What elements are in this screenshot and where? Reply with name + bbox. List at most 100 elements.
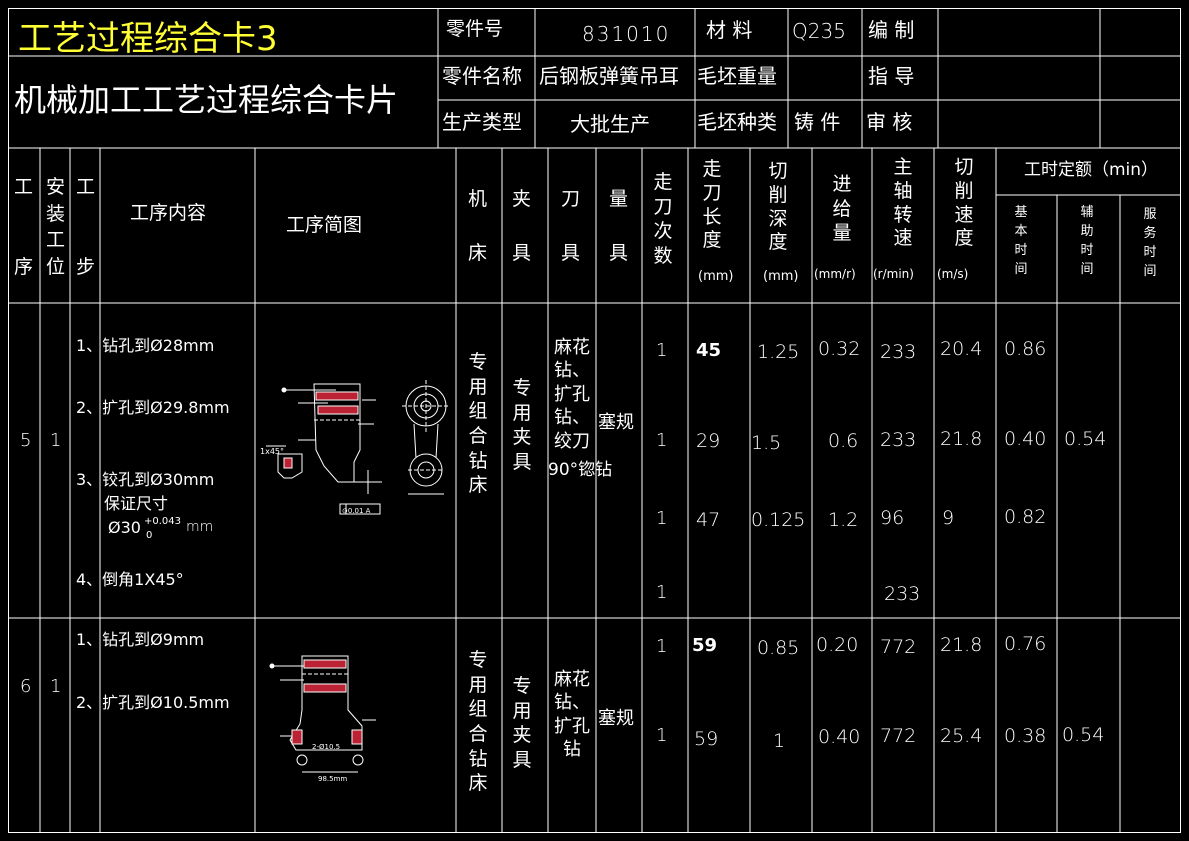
op6-fixture: 专用夹具: [512, 675, 532, 772]
col-length: 走刀长度: [702, 158, 722, 252]
op6-feed-1: 0.20: [816, 634, 859, 656]
op6-gauge: 塞规: [598, 708, 634, 729]
op6-step-2: 2、扩孔到Ø10.5mm: [76, 693, 230, 712]
op5-speed-2: 21.8: [940, 428, 983, 450]
op5-gauge: 塞规: [598, 412, 634, 433]
op5-spindle-4: 233: [884, 583, 921, 605]
op5-passes-1: 1: [656, 340, 668, 361]
sub-title: 机械加工工艺过程综合卡片: [14, 81, 399, 119]
op5-spindle-3: 96: [880, 507, 905, 529]
col-time-basic: 基本时间: [1014, 205, 1028, 277]
op5-sketch-chamfer: 1x45°: [260, 447, 284, 456]
col-depth-unit: (mm): [763, 269, 799, 284]
op5-step-3-extra: 保证尺寸: [104, 494, 169, 513]
material-value: Q235: [792, 19, 846, 43]
op6-seq: 6: [20, 676, 32, 697]
part-name-label: 零件名称: [442, 64, 522, 88]
op5-passes-3: 1: [656, 508, 668, 529]
op5-speed-3: 9: [942, 507, 955, 529]
col-spindle: 主轴转速: [893, 156, 913, 250]
op5-basic-1: 0.86: [1004, 338, 1047, 360]
col-machine-top: 机: [468, 188, 488, 210]
op6-aux: 0.54: [1062, 724, 1105, 746]
op6-sketch: 2-Ø10.5 98.5mm: [269, 655, 376, 783]
blank-weight-label: 毛坯重量: [697, 64, 777, 88]
col-step-bottom: 步: [76, 256, 96, 278]
col-content: 工序内容: [130, 202, 207, 224]
col-step-top: 工: [76, 176, 96, 198]
main-title: 工艺过程综合卡3: [18, 19, 278, 59]
op5-passes-2: 1: [656, 430, 668, 451]
op5-feed-3: 1.2: [828, 509, 859, 531]
op5-feed-1: 0.32: [818, 338, 861, 360]
op5-tol-lower: 0: [146, 530, 153, 541]
op6-speed-2: 25.4: [940, 725, 983, 747]
op5-step-3: 3、铰孔到Ø30mm: [76, 470, 215, 489]
op5-step-1: 1、钻孔到Ø28mm: [76, 336, 215, 355]
col-gauge-top: 量: [609, 188, 629, 210]
op5-speed-1: 20.4: [940, 338, 983, 360]
compile-label: 编 制: [868, 18, 915, 42]
op5-tol-base: Ø30: [108, 518, 141, 537]
op5-sketch: 1x45° ⊙0.01 A: [260, 380, 450, 515]
col-seq-top: 工: [14, 176, 34, 198]
col-speed: 切削速度: [954, 156, 974, 250]
op5-spindle-2: 233: [880, 429, 917, 451]
op6-depth-2: 1: [773, 730, 786, 752]
op6-spindle-1: 772: [880, 636, 917, 658]
col-station: 安装工位: [45, 176, 65, 278]
op6-step-1: 1、钻孔到Ø9mm: [76, 630, 205, 649]
col-tool-top: 刀: [561, 188, 581, 210]
op6-machine: 专用组合钻床: [468, 649, 488, 795]
blank-type-label: 毛坯种类: [697, 110, 777, 134]
op5-length-3: 47: [696, 509, 721, 531]
part-no-value: 831010: [582, 22, 671, 46]
op5-step-2: 2、扩孔到Ø29.8mm: [76, 398, 230, 417]
col-length-unit: (mm): [698, 269, 734, 284]
op6-tool: 麻花钻、扩孔钻: [554, 669, 590, 761]
op5-passes-4: 1: [656, 582, 668, 603]
op5-length-2: 29: [696, 430, 721, 452]
part-name-value: 后钢板弹簧吊耳: [539, 64, 679, 88]
op6-passes-2: 1: [656, 725, 668, 746]
op5-tol-unit: mm: [186, 519, 214, 535]
op6-spindle-2: 772: [880, 725, 917, 747]
col-depth: 切削深度: [768, 160, 788, 254]
op6-length-1: 59: [692, 635, 718, 656]
op6-depth-1: 0.85: [757, 637, 800, 659]
op5-sketch-gdt: ⊙0.01 A: [342, 507, 371, 515]
op5-length-1: 45: [696, 340, 722, 361]
col-speed-unit: (m/s): [937, 267, 969, 281]
op6-speed-1: 21.8: [940, 634, 983, 656]
col-time-title: 工时定额（min）: [1024, 160, 1159, 180]
prod-type-value: 大批生产: [570, 112, 650, 136]
op5-basic-3: 0.82: [1004, 506, 1047, 528]
op5-tol-upper: +0.043: [144, 516, 182, 527]
col-seq-bottom: 序: [14, 256, 34, 278]
col-feed: 进给量: [832, 173, 852, 245]
op6-feed-2: 0.40: [818, 726, 861, 748]
blank-type-value: 铸 件: [794, 110, 841, 134]
material-label: 材 料: [706, 18, 753, 42]
op5-station: 1: [50, 430, 62, 451]
op6-basic-2: 0.38: [1004, 725, 1047, 747]
col-time-aux: 辅助时间: [1080, 205, 1094, 277]
review-label: 审 核: [866, 110, 913, 134]
op5-aux: 0.54: [1064, 428, 1107, 450]
op5-depth-1: 1.25: [757, 341, 800, 363]
col-feed-unit: (mm/r): [814, 267, 856, 281]
op5-tool-extra: 90°锪钻: [548, 460, 613, 480]
col-sketch: 工序简图: [286, 214, 363, 236]
op5-seq: 5: [20, 430, 32, 451]
op5-step-4: 4、倒角1X45°: [76, 570, 184, 589]
col-time-service: 服务时间: [1143, 207, 1157, 279]
col-fixture-bottom: 具: [512, 242, 532, 264]
col-fixture-top: 夹: [512, 188, 532, 210]
op5-tool: 麻花钻、扩孔钻、绞刀: [554, 337, 590, 452]
col-gauge-bottom: 具: [609, 242, 629, 264]
op5-depth-2: 1.5: [751, 432, 782, 454]
op6-sketch-dim-b: 98.5mm: [318, 775, 347, 783]
part-no-label: 零件号: [446, 18, 504, 40]
col-machine-bottom: 床: [468, 242, 488, 264]
